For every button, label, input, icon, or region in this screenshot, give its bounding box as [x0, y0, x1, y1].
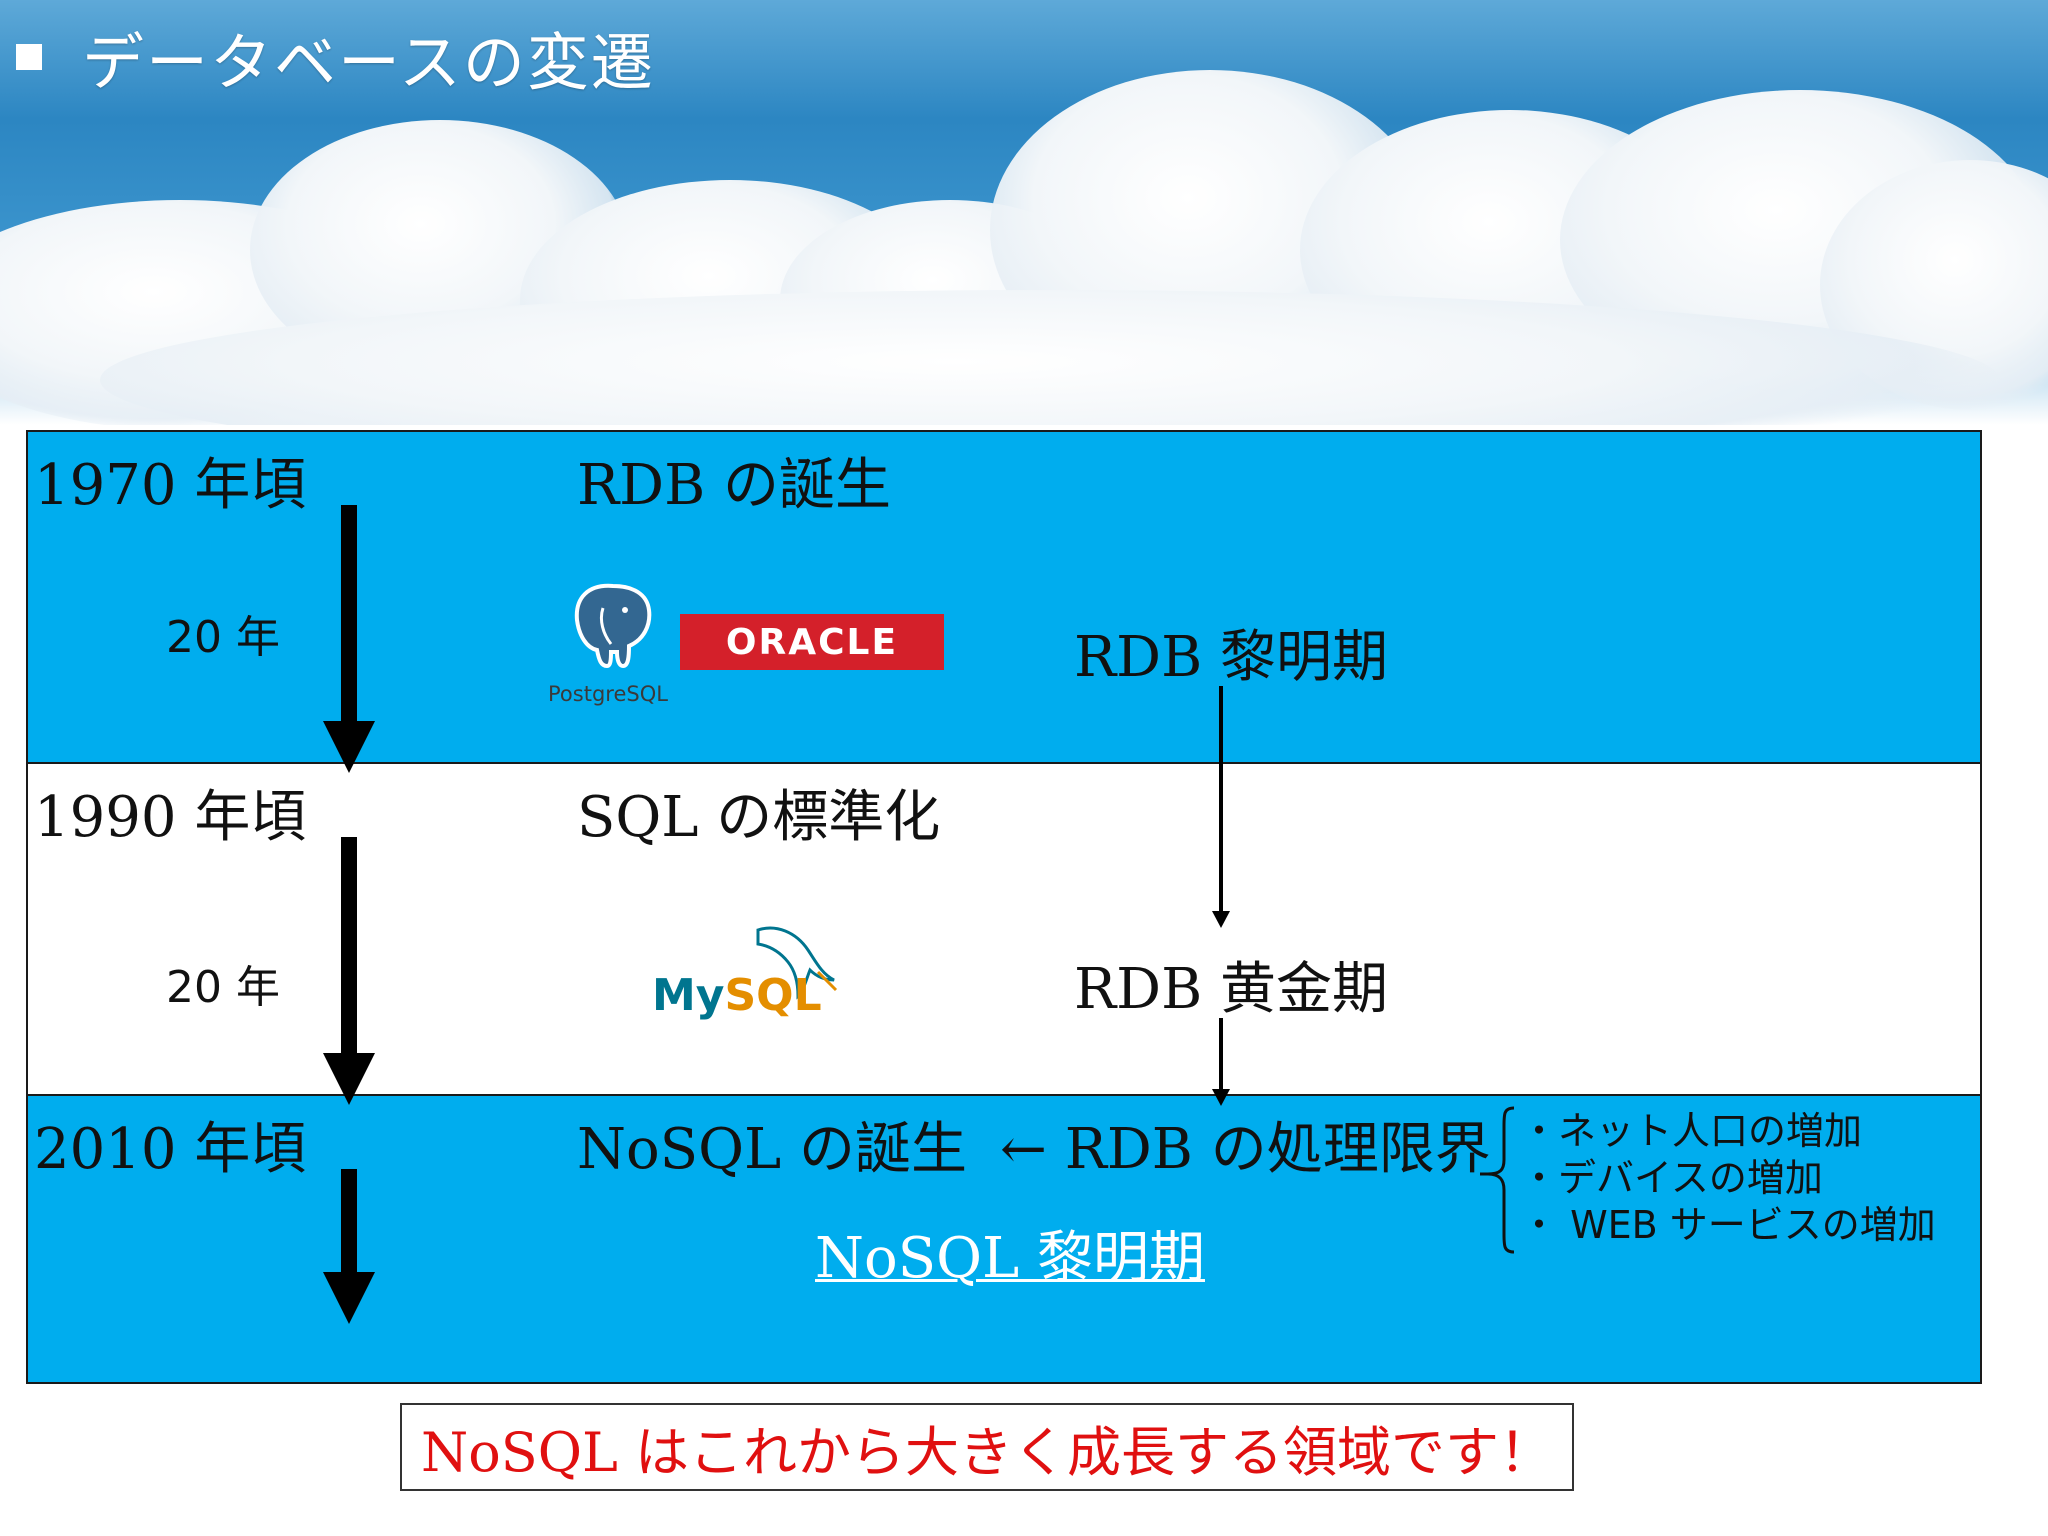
timeline-arrow-1	[341, 505, 357, 723]
phase-arrow-2	[1219, 1018, 1223, 1090]
phase-arrow-1	[1219, 686, 1223, 912]
oracle-logo: ORACLE	[680, 614, 944, 670]
elephant-icon	[574, 583, 652, 669]
conclusion-callout: NoSQL はこれから大きく成長する領域です！	[400, 1403, 1574, 1491]
event-nosql-birth: NoSQL の誕生	[577, 1117, 967, 1182]
list-item: ・ネット人口の増加	[1520, 1109, 1863, 1153]
oracle-wordmark: ORACLE	[725, 621, 899, 663]
slide-title: データベースの変遷	[14, 12, 655, 102]
era-label-1970: 1970 年頃	[34, 453, 307, 518]
era-band-1990	[26, 762, 1982, 1096]
timeline-arrow-2	[341, 837, 357, 1055]
phase-rdb-dawn: RDB 黎明期	[1074, 625, 1389, 690]
era-label-1990: 1990 年頃	[34, 785, 307, 850]
postgresql-wordmark: PostgreSQL	[548, 682, 668, 706]
square-bullet-icon	[16, 44, 42, 70]
postgresql-logo: PostgreSQL	[548, 580, 678, 710]
duration-label-2: 20 年	[166, 962, 280, 1013]
mysql-wordmark-sql: SQL	[724, 970, 822, 1021]
era-band-1970	[26, 430, 1982, 764]
event-rdb-birth: RDB の誕生	[577, 453, 892, 518]
timeline-arrow-3	[341, 1169, 357, 1274]
phase-nosql-dawn: NoSQL 黎明期	[815, 1226, 1205, 1291]
list-item: ・ WEB サービスの増加	[1520, 1203, 1936, 1247]
curly-brace-icon	[1480, 1106, 1515, 1254]
reasons-list: ・ネット人口の増加 ・デバイスの増加 ・ WEB サービスの増加	[1520, 1108, 1936, 1249]
dolphin-icon	[756, 926, 838, 1000]
event-sql-standardization: SQL の標準化	[577, 785, 941, 850]
mysql-wordmark-my: My	[652, 970, 725, 1021]
page-title: データベースの変遷	[82, 26, 655, 99]
era-label-2010: 2010 年頃	[34, 1117, 307, 1182]
mysql-logo: MySQL	[652, 920, 842, 1030]
phase-rdb-limit: ← RDB の処理限界	[1000, 1117, 1491, 1182]
phase-rdb-golden: RDB 黄金期	[1074, 957, 1389, 1022]
sky-header-background	[0, 0, 2048, 425]
duration-label-1: 20 年	[166, 612, 280, 663]
list-item: ・デバイスの増加	[1520, 1156, 1823, 1200]
